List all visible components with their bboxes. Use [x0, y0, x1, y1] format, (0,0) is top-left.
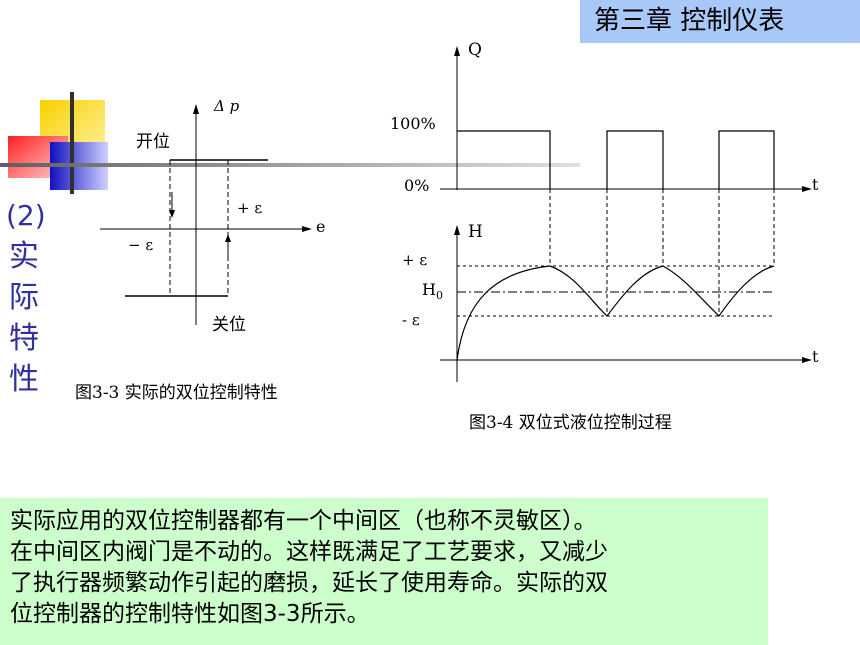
fig34-plus-eps: + ε	[402, 251, 428, 269]
section-char-1: 实	[9, 239, 39, 274]
section-number: (2)	[6, 199, 46, 232]
fig34-pulse-1	[457, 130, 551, 189]
fig34-top-x-label: t	[812, 175, 819, 194]
fig33-plus-eps: + ε	[237, 199, 263, 217]
section-char-2: 际	[9, 280, 39, 315]
fig34-h0-main: H	[422, 280, 436, 299]
fig34-caption: 图3-4 双位式液位控制过程	[469, 413, 672, 433]
fig34-h0-label: H0	[422, 280, 443, 302]
fig34-top-y-label: Q	[468, 40, 482, 60]
chapter-title: 第三章 控制仪表	[580, 0, 860, 43]
section-label: (2) 实 际 特 性	[6, 195, 46, 400]
fig34-minus-eps: - ε	[402, 311, 420, 329]
fig33-off-label: 关位	[212, 315, 246, 335]
fig33-diagram	[100, 104, 312, 325]
fig34-diagram	[440, 46, 812, 382]
explanation-line-4: 位控制器的控制特性如图3-3所示。	[10, 601, 370, 627]
fig34-bottom-y-label: H	[468, 222, 483, 242]
fig33-y-axis-label: Δ p	[214, 97, 240, 115]
fig34-pulse-3	[718, 130, 775, 189]
explanation-box: 实际应用的双位控制器都有一个中间区（也称不灵敏区）。 在中间区内阀门是不动的。这…	[0, 498, 768, 645]
section-char-4: 性	[9, 362, 39, 397]
fig33-on-label: 开位	[136, 132, 170, 152]
fig34-label-100: 100%	[390, 114, 436, 133]
decorative-squares	[0, 92, 580, 194]
fig34-bottom-x-label: t	[812, 347, 819, 366]
fig33-minus-eps: − ε	[128, 236, 154, 254]
section-char-3: 特	[9, 321, 39, 356]
fig34-label-0: 0%	[404, 176, 430, 195]
explanation-line-2: 在中间区内阀门是不动的。这样既满足了工艺要求，又减少	[10, 539, 608, 565]
explanation-line-1: 实际应用的双位控制器都有一个中间区（也称不灵敏区）。	[10, 508, 597, 534]
fig34-h0-sub: 0	[435, 289, 443, 303]
fig34-level-curve	[456, 265, 775, 361]
explanation-line-3: 了执行器频繁动作引起的磨损，延长了使用寿命。实际的双	[10, 570, 608, 596]
fig33-caption: 图3-3 实际的双位控制特性	[75, 383, 278, 403]
fig34-pulse-2	[606, 130, 664, 189]
fig33-x-axis-label: e	[316, 217, 326, 236]
